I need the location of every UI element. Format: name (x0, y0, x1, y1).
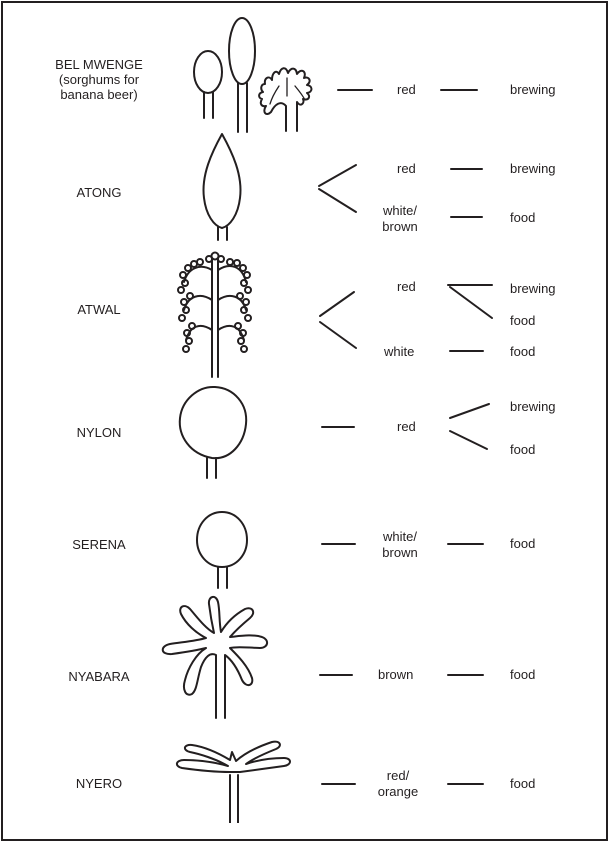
nyabara-panicle (163, 597, 267, 718)
nylon-panicle (180, 387, 246, 478)
connector-line (319, 189, 356, 212)
diagram-artwork (0, 0, 611, 823)
connector-line (320, 292, 354, 316)
connector-line (450, 287, 492, 318)
atwal-panicle (178, 253, 251, 378)
connector-line (450, 431, 487, 449)
atong-panicle (203, 134, 240, 240)
connector-line (320, 322, 356, 348)
bel-mwenge-panicles (194, 18, 312, 132)
connector-line (450, 404, 489, 418)
connector-line (319, 165, 356, 186)
nyero-panicle (177, 742, 290, 823)
connector-lines (319, 90, 492, 784)
serena-panicle (197, 512, 247, 588)
